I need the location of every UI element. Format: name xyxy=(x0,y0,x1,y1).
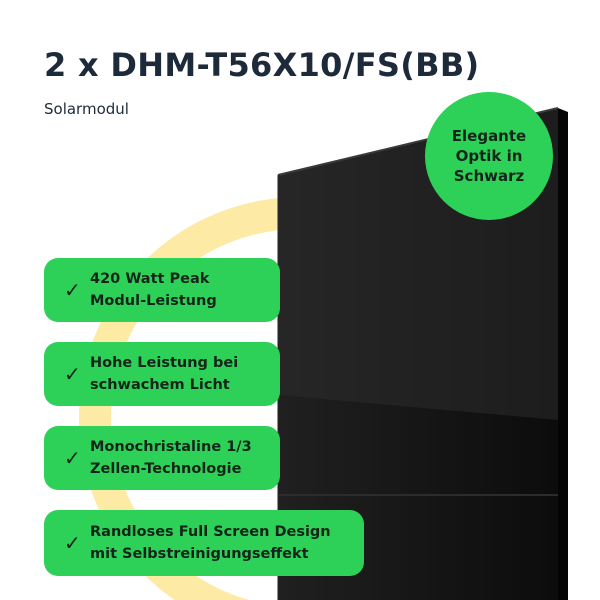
feature-item-cell-technology: ✓ Monochristaline 1/3 Zellen-Technologie xyxy=(44,426,280,490)
feature-item-low-light: ✓ Hohe Leistung bei schwachem Licht xyxy=(44,342,280,406)
feature-line-1: 420 Watt Peak xyxy=(90,271,210,287)
feature-line-2: Zellen-Technologie xyxy=(90,461,242,477)
checkmark-icon: ✓ xyxy=(64,362,81,386)
checkmark-icon: ✓ xyxy=(64,531,81,555)
feature-line-2: mit Selbstreinigungseffekt xyxy=(90,546,309,562)
highlight-badge: Elegante Optik in Schwarz xyxy=(425,92,553,220)
checkmark-icon: ✓ xyxy=(64,446,81,470)
feature-line-2: Modul-Leistung xyxy=(90,293,217,309)
checkmark-icon: ✓ xyxy=(64,278,81,302)
feature-item-power: ✓ 420 Watt Peak Modul-Leistung xyxy=(44,258,280,322)
feature-line-1: Randloses Full Screen Design xyxy=(90,524,331,540)
feature-item-design: ✓ Randloses Full Screen Design mit Selbs… xyxy=(44,510,364,576)
feature-line-1: Hohe Leistung bei xyxy=(90,355,239,371)
highlight-badge-text: Elegante Optik in Schwarz xyxy=(451,127,527,185)
feature-line-1: Monochristaline 1/3 xyxy=(90,439,252,455)
product-subtitle: Solarmodul xyxy=(44,100,129,118)
feature-line-2: schwachem Licht xyxy=(90,377,230,393)
product-title: 2 x DHM-T56X10/FS(BB) xyxy=(44,46,480,84)
